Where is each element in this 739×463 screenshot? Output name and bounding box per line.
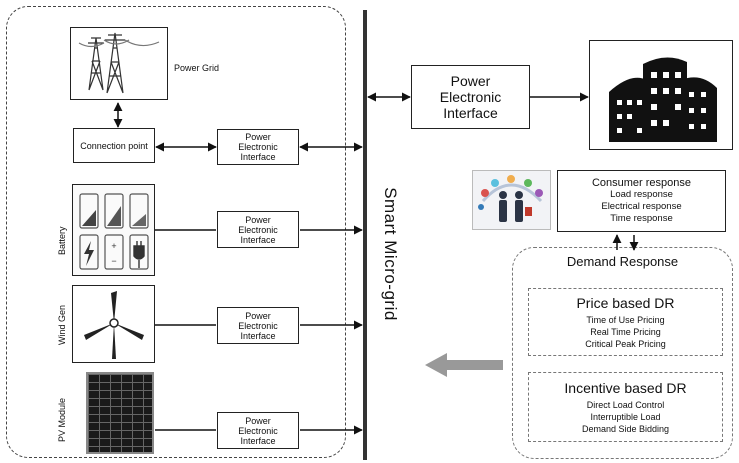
feedback-arrow — [425, 353, 503, 377]
pei-box-wind: Power Electronic Interface — [217, 307, 299, 344]
pv-panel — [86, 372, 154, 454]
incentive-dr-item: Demand Side Bidding — [581, 423, 670, 434]
smart-micro-grid-label: Smart Micro-grid — [381, 187, 400, 321]
pei-box-building: Power Electronic Interface — [411, 65, 530, 129]
price-dr-item: Critical Peak Pricing — [585, 338, 666, 349]
consumer-item: Time response — [610, 213, 673, 224]
incentive-dr-item: Direct Load Control — [586, 399, 665, 410]
incentive-based-dr-title: Incentive based DR — [564, 379, 687, 396]
demand-response-group — [512, 247, 733, 459]
battery-label: Battery — [57, 226, 67, 255]
svg-text:+: + — [111, 241, 116, 251]
consumer-item: Electrical response — [601, 201, 682, 212]
wind-panel — [72, 285, 155, 363]
pei-box-grid: Power Electronic Interface — [217, 129, 299, 165]
price-based-dr-title: Price based DR — [576, 294, 675, 311]
incentive-based-dr-box: Incentive based DR Direct Load Control I… — [528, 372, 723, 442]
people-network-icon — [478, 175, 543, 222]
svg-text:−: − — [111, 256, 116, 266]
generation-group — [6, 6, 346, 458]
price-dr-item: Real Time Pricing — [590, 326, 661, 337]
wind-gen-label: Wind Gen — [57, 304, 67, 345]
incentive-dr-item: Interruptible Load — [590, 411, 661, 422]
battery-panel: + − — [72, 184, 155, 276]
building-panel — [589, 40, 733, 150]
consumer-response-box: Consumer response Load response Electric… — [557, 170, 726, 232]
pv-module-label: PV Module — [57, 397, 67, 442]
consumer-item: Load response — [610, 189, 673, 200]
consumer-response-title: Consumer response — [591, 177, 692, 189]
power-grid-panel — [70, 27, 168, 100]
connection-point-box: Connection point — [73, 128, 155, 163]
pei-box-battery: Power Electronic Interface — [217, 211, 299, 248]
wind-turbine-icon — [83, 290, 144, 359]
price-dr-item: Time of Use Pricing — [586, 314, 665, 325]
battery-icon: + − — [78, 193, 149, 270]
price-based-dr-box: Price based DR Time of Use Pricing Real … — [528, 288, 723, 356]
transmission-tower-icon — [78, 32, 160, 94]
power-grid-label: Power Grid — [174, 63, 220, 73]
demand-response-title: Demand Response — [566, 254, 679, 269]
city-buildings-icon — [609, 57, 717, 142]
pei-box-pv: Power Electronic Interface — [217, 412, 299, 449]
consumer-image — [472, 170, 551, 230]
